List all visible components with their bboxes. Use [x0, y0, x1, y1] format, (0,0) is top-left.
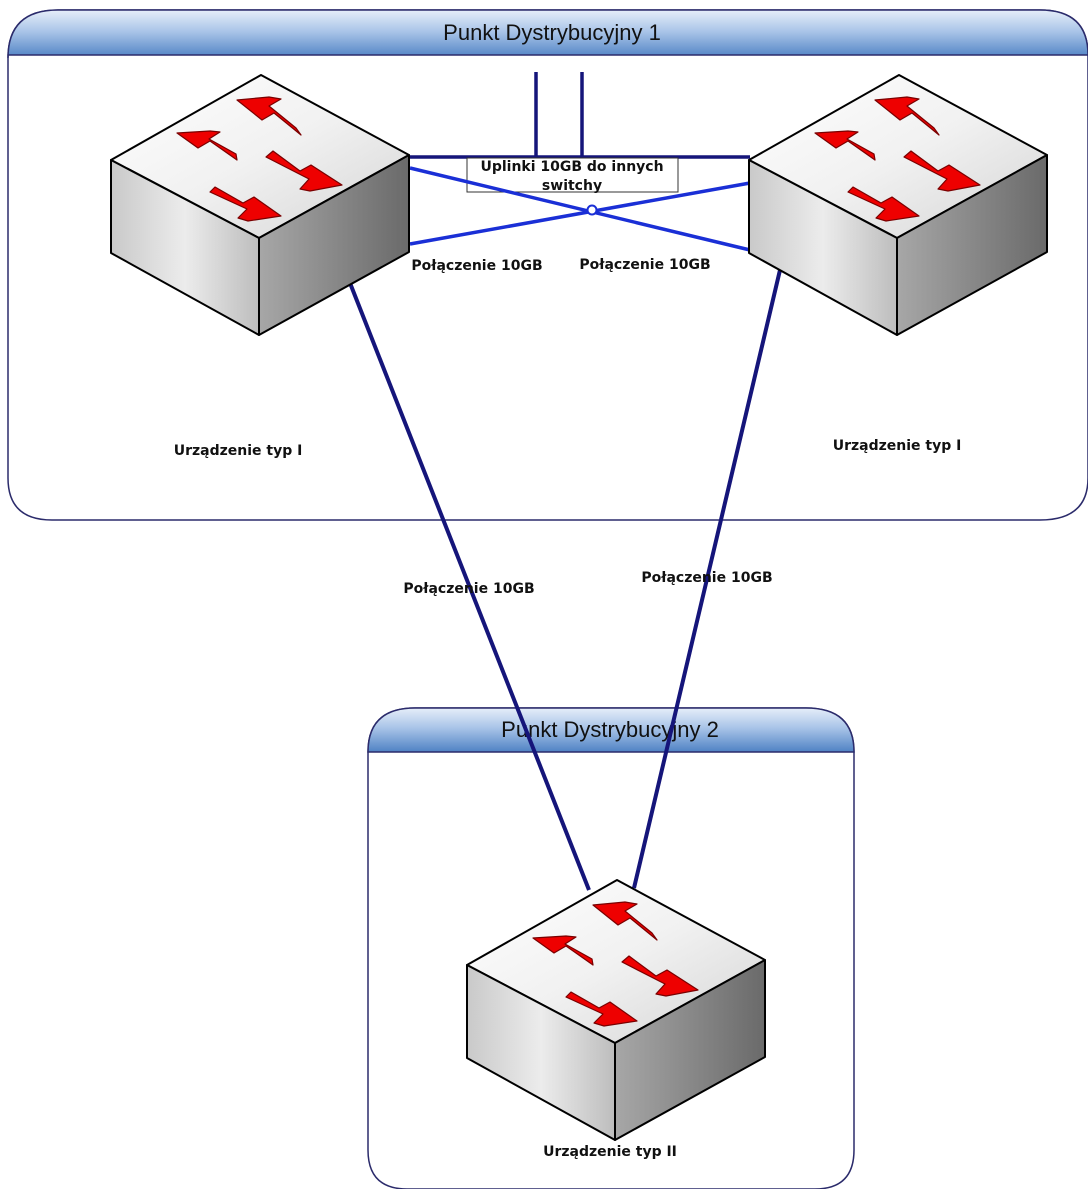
link-down-left [348, 282, 591, 891]
conn-label-down-left: Połączenie 10GB [403, 581, 534, 597]
cross-links [409, 166, 751, 252]
device-label-left: Urządzenie typ I [174, 443, 303, 459]
device-label-right: Urządzenie typ I [833, 438, 962, 454]
link-cross-1 [409, 166, 751, 252]
conn-label-down-right: Połączenie 10GB [641, 570, 772, 586]
uplink-label-line2: switchy [542, 178, 602, 194]
region-pd1-title: Punkt Dystrybucyjny 1 [443, 20, 661, 45]
link-cross-2 [409, 181, 751, 246]
region-pd1-header [7, 9, 1088, 59]
uplink-label-box: Uplinki 10GB do innych switchy [466, 157, 679, 194]
conn-label-cross-right: Połączenie 10GB [579, 257, 710, 273]
cross-junction [586, 204, 598, 216]
uplink-box [466, 157, 679, 193]
region-pd2-title: Punkt Dystrybucyjny 2 [501, 717, 719, 742]
region-pd2-header [367, 707, 855, 753]
device-label-bottom: Urządzenie typ II [543, 1144, 677, 1160]
uplink-lines [534, 72, 584, 158]
uplink-label-line1: Uplinki 10GB do innych [480, 159, 663, 175]
down-links [348, 269, 782, 891]
link-down-right [632, 269, 782, 889]
conn-label-cross-left: Połączenie 10GB [411, 258, 542, 274]
